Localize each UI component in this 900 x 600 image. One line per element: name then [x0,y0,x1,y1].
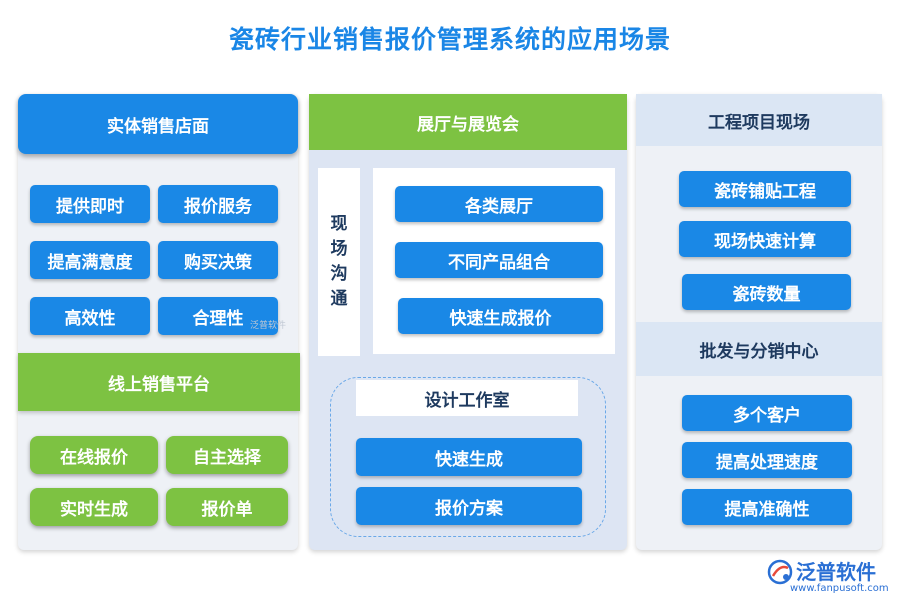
online-item-2: 自主选择 [166,436,288,474]
logo-url: www.fanpusoft.com [790,583,889,594]
header-showroom: 展厅与展览会 [309,94,627,150]
retail-item-2: 报价服务 [158,185,278,223]
side-char-2: 场 [330,239,348,259]
project-item-2: 现场快速计算 [679,221,851,257]
project-item-3: 瓷砖数量 [682,274,851,310]
retail-item-6: 合理性 [158,297,278,335]
fanpu-logo: 泛普软件 www.fanpusoft.com [760,556,892,596]
logo-name: 泛普软件 [796,560,876,584]
showroom-item-3: 快速生成报价 [398,298,603,334]
wholesale-item-2: 提高处理速度 [682,442,852,478]
retail-item-1: 提供即时 [30,185,150,223]
retail-item-3: 提高满意度 [30,241,150,279]
header-retail-store: 实体销售店面 [18,94,298,154]
online-item-1: 在线报价 [30,436,158,474]
wholesale-item-3: 提高准确性 [682,489,852,525]
online-item-3: 实时生成 [30,488,158,526]
header-project-site: 工程项目现场 [636,94,882,146]
header-online-platform: 线上销售平台 [18,353,300,411]
design-item-2: 报价方案 [356,487,582,525]
watermark-text: 泛普软件 [250,321,287,331]
showroom-item-1: 各类展厅 [395,186,603,222]
onsite-communication-label: 现 场 沟 通 [318,168,360,356]
project-item-1: 瓷砖铺贴工程 [679,171,851,207]
page-title: 瓷砖行业销售报价管理系统的应用场景 [228,25,671,54]
retail-item-4: 购买决策 [158,241,278,279]
retail-item-5: 高效性 [30,297,150,335]
header-design-studio: 设计工作室 [356,380,578,416]
design-studio-group [330,377,606,537]
side-char-1: 现 [330,214,348,234]
header-wholesale-center: 批发与分销中心 [636,322,882,376]
design-item-1: 快速生成 [356,438,582,476]
wholesale-item-1: 多个客户 [682,395,852,431]
online-item-4: 报价单 [166,488,288,526]
side-char-4: 通 [330,289,348,309]
showroom-item-2: 不同产品组合 [395,242,603,278]
side-char-3: 沟 [330,264,348,284]
fanpu-logo-icon [767,559,793,585]
